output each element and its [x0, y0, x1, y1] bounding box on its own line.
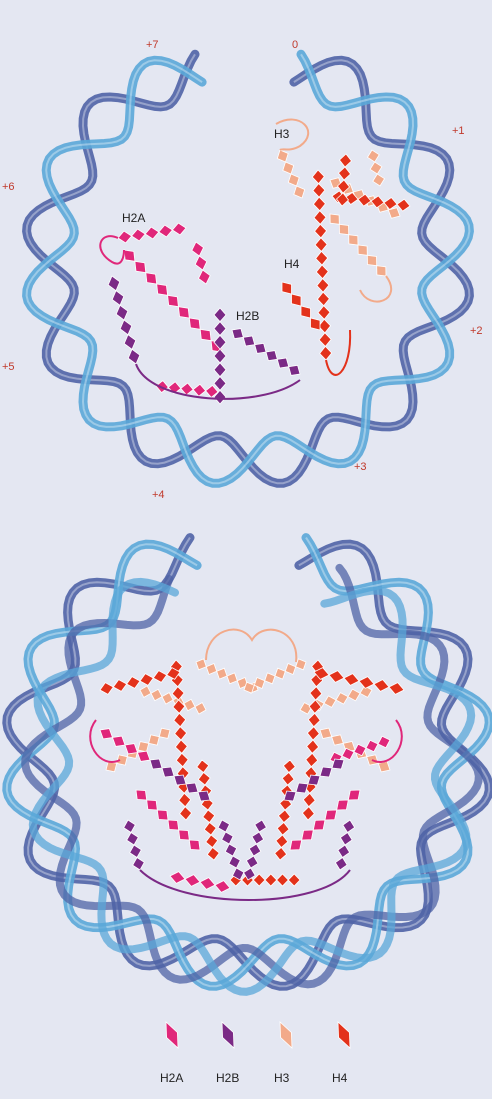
helix-turn — [292, 294, 302, 306]
helix-turn — [178, 307, 189, 318]
helix-turn — [232, 329, 243, 339]
helix-turn — [311, 318, 321, 330]
helix-turn — [149, 735, 160, 745]
helix-turn — [266, 351, 277, 361]
helix-turn — [358, 245, 367, 255]
helix-position-label: +3 — [354, 461, 367, 473]
helix-turn — [377, 266, 386, 276]
helix-turn — [168, 820, 179, 830]
legend-label: H2A — [160, 1071, 183, 1085]
helix-turn — [179, 830, 190, 840]
helix-turn — [106, 762, 117, 772]
helix-turn — [289, 365, 300, 375]
helix-turn — [200, 329, 211, 340]
helix-turn — [157, 284, 168, 295]
helix-turn — [367, 255, 376, 265]
histone-label-h2a: H2A — [122, 211, 145, 225]
helix-turn — [339, 224, 348, 234]
legend-label: H2B — [216, 1071, 239, 1085]
helix-turn — [282, 282, 292, 294]
helix-position-label: +6 — [2, 181, 15, 193]
helix-turn — [189, 318, 200, 329]
histone-label-h4: H4 — [284, 257, 300, 271]
helix-position-label: 0 — [292, 39, 298, 51]
helix-turn — [337, 800, 349, 810]
helix-turn — [325, 810, 337, 820]
helix-turn — [277, 358, 288, 368]
helix-position-label: +5 — [2, 361, 15, 373]
legend-label: H4 — [332, 1071, 348, 1085]
helix-turn — [159, 728, 170, 738]
helix-turn — [138, 742, 149, 752]
helix-turn — [313, 820, 325, 830]
helix-turn — [330, 214, 339, 224]
helix-turn — [348, 790, 360, 800]
helix-turn — [168, 295, 179, 306]
helix-position-label: +7 — [146, 39, 159, 51]
helix-turn — [189, 840, 200, 850]
helix-turn — [290, 840, 302, 850]
helix-position-label: +1 — [452, 125, 465, 137]
helix-turn — [255, 343, 266, 353]
helix-position-label: +2 — [470, 325, 483, 337]
helix-turn — [302, 830, 314, 840]
histone-label-h2b: H2B — [236, 309, 259, 323]
helix-turn — [301, 306, 311, 318]
helix-turn — [243, 336, 254, 346]
helix-turn — [157, 810, 168, 820]
helix-turn — [147, 800, 158, 810]
helix-turn — [349, 235, 358, 245]
helix-turn — [136, 790, 147, 800]
legend-label: H3 — [274, 1071, 290, 1085]
helix-position-label: +4 — [152, 489, 165, 501]
helix-turn — [135, 261, 146, 272]
helix-turn — [124, 250, 135, 261]
histone-label-h3: H3 — [274, 127, 290, 141]
helix-turn — [146, 273, 157, 284]
